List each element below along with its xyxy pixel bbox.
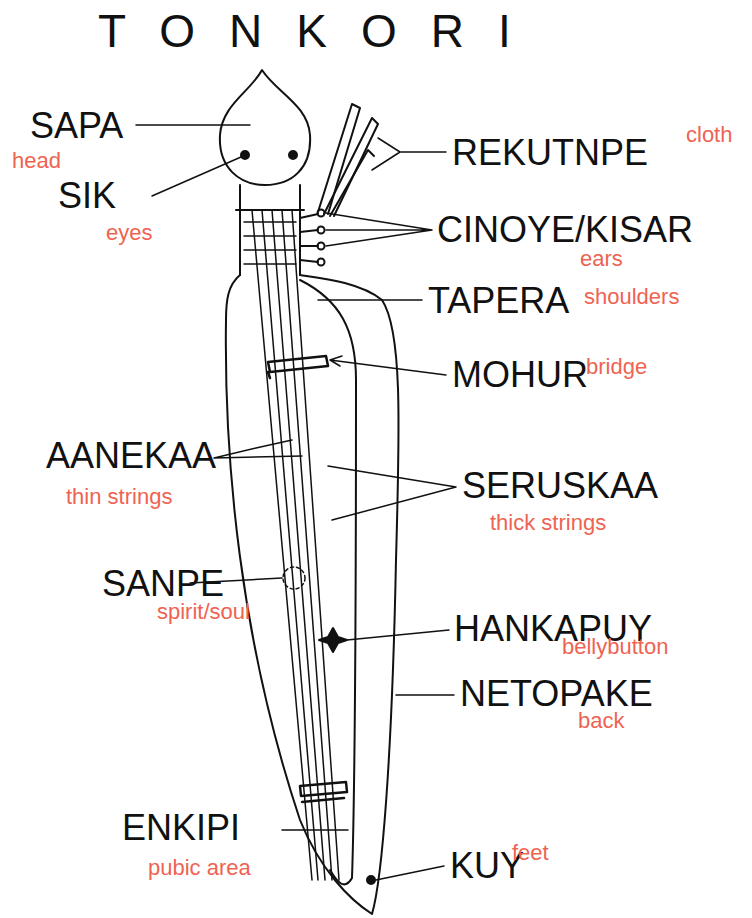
part-translation: head bbox=[12, 150, 61, 172]
eye bbox=[241, 151, 249, 159]
part-translation: eyes bbox=[106, 222, 152, 244]
cloth-strips bbox=[318, 104, 378, 216]
part-name: NETOPAKE bbox=[460, 676, 653, 712]
eye bbox=[289, 151, 297, 159]
part-translation: bridge bbox=[586, 356, 647, 378]
part-name: CINOYE/KISAR bbox=[437, 212, 693, 248]
part-translation: back bbox=[578, 710, 624, 732]
front-panel bbox=[300, 280, 356, 884]
lower-bridge bbox=[300, 782, 347, 802]
head-outline bbox=[220, 70, 310, 185]
part-name: AANEKAA bbox=[46, 438, 216, 474]
bridge bbox=[268, 356, 328, 378]
part-name: MOHUR bbox=[452, 357, 588, 393]
foot-dot bbox=[367, 876, 375, 884]
part-translation: thin strings bbox=[66, 486, 172, 508]
strings bbox=[252, 210, 339, 880]
soul-hole bbox=[283, 567, 305, 589]
bellybutton-mark bbox=[319, 628, 347, 652]
part-translation: spirit/soul bbox=[157, 601, 250, 623]
part-translation: ears bbox=[580, 248, 623, 270]
part-translation: cloth bbox=[686, 124, 732, 146]
neck-bands bbox=[244, 222, 296, 264]
part-translation: feet bbox=[512, 842, 549, 864]
part-name: ENKIPI bbox=[122, 810, 240, 846]
diagram-title: TONKORI bbox=[98, 8, 545, 54]
part-translation: pubic area bbox=[148, 857, 251, 879]
part-translation: shoulders bbox=[584, 286, 679, 308]
part-translation: bellybutton bbox=[562, 636, 668, 658]
part-translation: thick strings bbox=[490, 512, 606, 534]
part-name: TAPERA bbox=[428, 283, 569, 319]
part-name: REKUTNPE bbox=[452, 135, 648, 171]
part-name: SAPA bbox=[30, 108, 123, 144]
leader-lines bbox=[136, 125, 456, 880]
part-name: SIK bbox=[58, 178, 116, 214]
part-name: SANPE bbox=[102, 566, 224, 602]
tuning-pegs bbox=[300, 210, 325, 266]
part-name: SERUSKAA bbox=[462, 468, 658, 504]
